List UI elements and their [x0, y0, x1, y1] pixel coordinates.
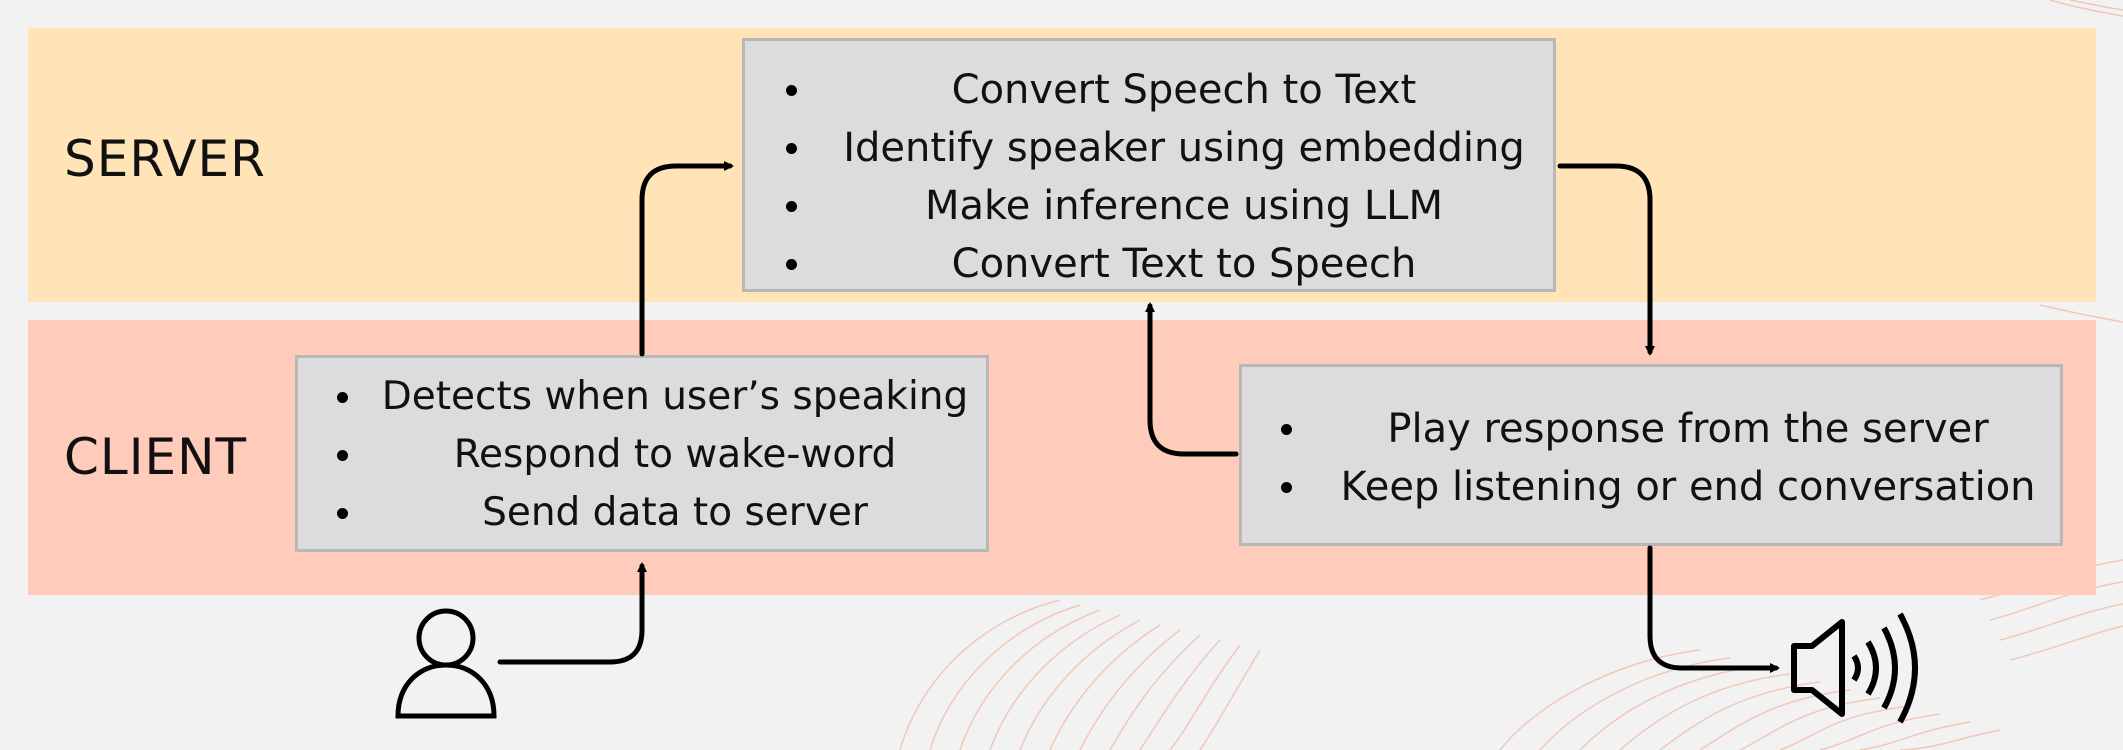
bullet-icon: [1281, 482, 1292, 493]
server-step: Convert Speech to Text: [745, 61, 1553, 119]
arrow-client-to-server: [639, 161, 734, 357]
client-step: Send data to server: [298, 484, 986, 542]
bullet-icon: [337, 508, 348, 519]
bullet-icon: [786, 201, 797, 212]
client-lane-label: CLIENT: [64, 428, 248, 486]
response-step: Play response from the server: [1242, 400, 2060, 458]
arrow-response-to-speaker: [1647, 545, 1780, 673]
bullet-icon: [786, 85, 797, 96]
server-lane-label: SERVER: [64, 130, 266, 188]
bullet-icon: [337, 450, 348, 461]
client-step: Detects when user’s speaking: [298, 368, 986, 426]
user-icon: [395, 608, 497, 719]
response-box: Play response from the server Keep liste…: [1239, 364, 2063, 546]
server-step: Identify speaker using embedding: [745, 119, 1553, 177]
bullet-icon: [1281, 424, 1292, 435]
server-step: Make inference using LLM: [745, 177, 1553, 235]
server-process-box: Convert Speech to Text Identify speaker …: [742, 38, 1556, 292]
server-step: Convert Text to Speech: [745, 235, 1553, 293]
bullet-icon: [786, 143, 797, 154]
bullet-icon: [337, 392, 348, 403]
bullet-icon: [786, 259, 797, 270]
client-step: Respond to wake-word: [298, 426, 986, 484]
arrow-server-to-response: [1557, 163, 1655, 356]
arrow-user-to-client: [497, 562, 647, 665]
response-step: Keep listening or end conversation: [1242, 458, 2060, 516]
client-process-box: Detects when user’s speaking Respond to …: [295, 355, 989, 552]
speaker-icon: [1791, 612, 1918, 724]
arrow-response-to-server: [1145, 302, 1239, 457]
